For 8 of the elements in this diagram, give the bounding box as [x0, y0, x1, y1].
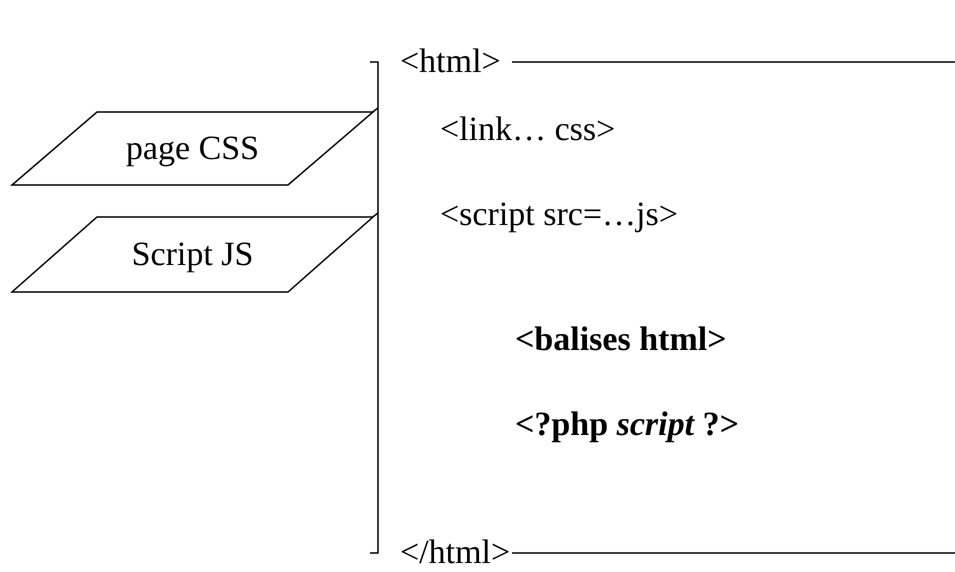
code-text: <?php script ?> [515, 405, 739, 445]
data-parallelogram: Script JS [12, 217, 373, 292]
data-parallelogram: page CSS [12, 112, 373, 185]
tag-text: <script src=…js> [378, 190, 778, 240]
tag-text: <link… css> [378, 105, 778, 155]
code-text: <balises html> [515, 320, 727, 360]
tag-text: <html> [400, 42, 501, 82]
tag-text: </html> [400, 533, 510, 572]
